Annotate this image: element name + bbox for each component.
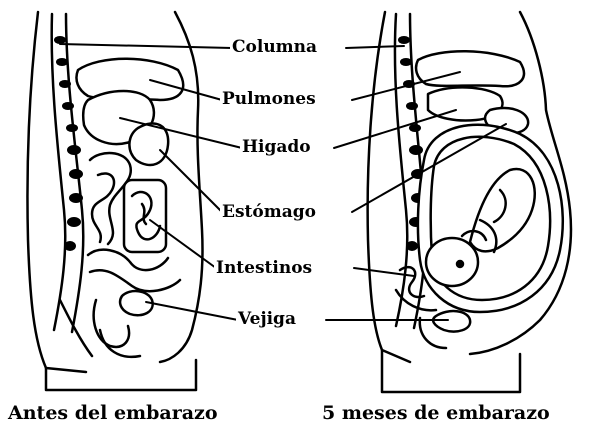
label-intestinos: Intestinos [214, 258, 314, 278]
figure-before-pregnancy [27, 12, 202, 390]
label-estomago: Estómago [220, 202, 318, 222]
intestines-left [88, 153, 180, 291]
label-columna: Columna [230, 37, 319, 57]
stomach-left [129, 123, 168, 165]
label-pulmones: Pulmones [220, 89, 318, 109]
lung-right [416, 51, 524, 86]
figure-five-months [368, 12, 571, 392]
caption-five-months: 5 meses de embarazo [322, 401, 550, 425]
label-vejiga: Vejiga [236, 309, 298, 329]
pelvis-base [46, 360, 196, 390]
bladder-right [433, 311, 470, 331]
caption-before-pregnancy: Antes del embarazo [8, 401, 218, 425]
pelvis-base-right [382, 350, 520, 392]
label-higado: Higado [240, 137, 313, 157]
